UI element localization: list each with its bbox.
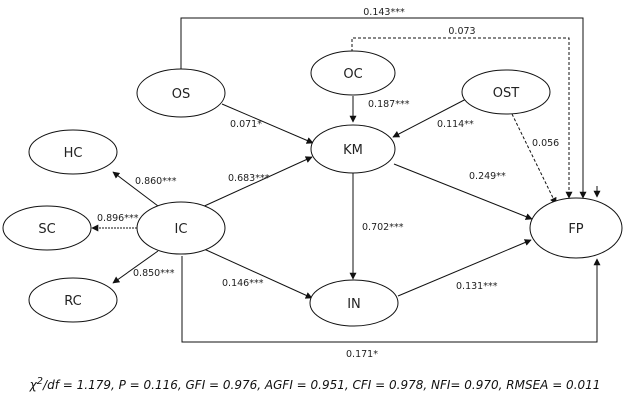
node-sc: SC [2, 205, 92, 251]
fit-chi-superscript: 2 [36, 376, 44, 387]
path-ic-fp [181, 256, 598, 343]
node-ic-label: IC [175, 222, 188, 237]
node-in-label: IN [347, 297, 361, 312]
model-fit-indices: χ2/df = 1.179, P = 0.116, GFI = 0.976, A… [0, 376, 630, 392]
coef-ic-sc: 0.896*** [97, 213, 139, 224]
node-os-label: OS [172, 87, 190, 102]
coef-km-fp: 0.249** [469, 171, 506, 182]
node-ost-label: OST [493, 86, 519, 101]
coef-os-fp: 0.143*** [363, 7, 405, 18]
node-oc-label: OC [343, 67, 362, 82]
node-in: IN [309, 279, 399, 327]
coef-oc-km: 0.187*** [368, 99, 410, 110]
fit-statistics: /df = 1.179, P = 0.116, GFI = 0.976, AGF… [43, 378, 601, 392]
coef-ost-fp: 0.056 [532, 138, 559, 149]
coef-km-in: 0.702*** [362, 222, 404, 233]
node-hc: HC [28, 129, 118, 175]
coef-ic-fp: 0.171* [346, 349, 378, 360]
node-sc-label: SC [38, 222, 55, 237]
fit-chi-symbol: χ [29, 378, 37, 392]
node-ost: OST [461, 69, 551, 115]
path-os-km [221, 103, 314, 144]
path-ic-km [199, 156, 313, 209]
node-fp-label: FP [568, 222, 583, 237]
coef-in-fp: 0.131*** [456, 281, 498, 292]
coef-ost-km: 0.114** [437, 119, 474, 130]
path-os-fp [180, 17, 587, 199]
node-oc: OC [310, 50, 396, 96]
coef-os-km: 0.071* [230, 119, 262, 130]
node-km-label: KM [343, 143, 363, 158]
path-ic-hc [112, 171, 159, 207]
node-os: OS [136, 68, 226, 118]
path-oc-fp [351, 37, 573, 199]
coef-ic-hc: 0.860*** [135, 176, 177, 187]
node-fp: FP [529, 197, 623, 259]
node-rc: RC [28, 277, 118, 323]
path-ic-rc [112, 250, 159, 284]
coef-ic-in: 0.146*** [222, 278, 264, 289]
path-in-fp [397, 239, 532, 297]
node-hc-label: HC [64, 146, 83, 161]
path-ost-fp [511, 113, 557, 205]
path-km-fp [393, 163, 533, 220]
coef-ic-rc: 0.850*** [133, 268, 175, 279]
node-km: KM [310, 124, 396, 174]
coef-oc-fp: 0.073 [448, 26, 475, 37]
path-ic-in [203, 248, 313, 299]
coef-ic-km: 0.683*** [228, 173, 270, 184]
path-ost-km [392, 96, 471, 138]
node-rc-label: RC [64, 294, 81, 309]
node-ic: IC [136, 201, 226, 255]
